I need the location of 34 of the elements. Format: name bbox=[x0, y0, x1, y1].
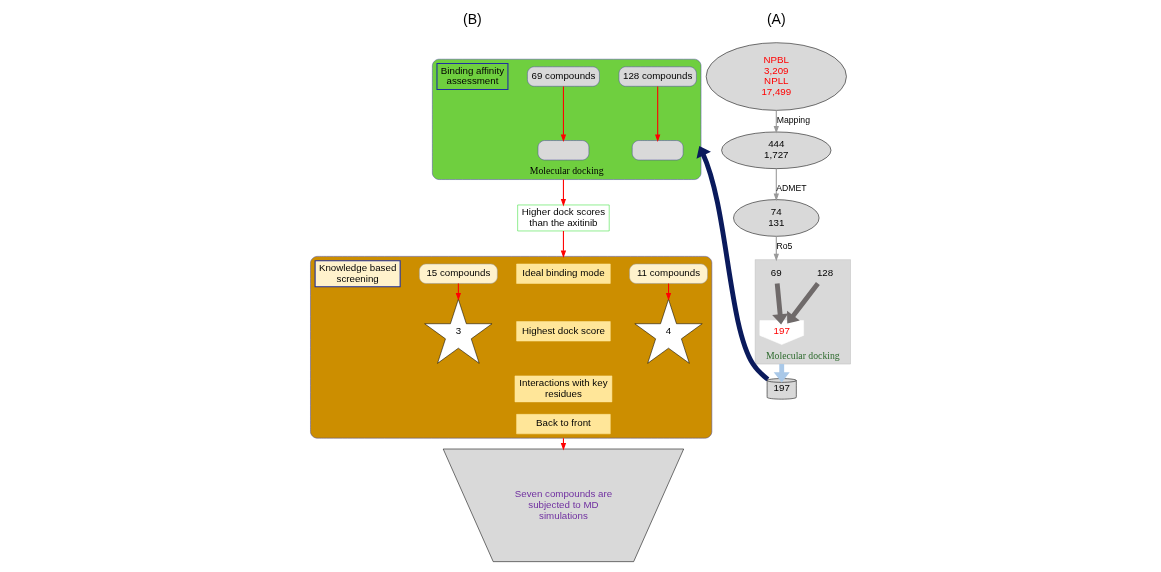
node-box: Knowledge based screening bbox=[314, 260, 401, 288]
node-text: 128 bbox=[816, 267, 834, 279]
edge-label: Mapping bbox=[776, 115, 810, 126]
arrow bbox=[560, 179, 567, 207]
node-text: 69 bbox=[770, 267, 782, 279]
cluster bbox=[310, 256, 713, 439]
arrow bbox=[773, 235, 779, 262]
node-ellipse: NPBL 3,209 NPLL 17,499 bbox=[705, 42, 847, 111]
node-ellipse: 74 131 bbox=[733, 199, 820, 237]
label: (A) bbox=[766, 10, 786, 27]
arrow bbox=[773, 109, 779, 134]
node-box: Highest dock score bbox=[516, 321, 611, 342]
arrow bbox=[655, 85, 661, 143]
node-box: Back to front bbox=[516, 414, 611, 435]
arrow bbox=[773, 168, 779, 202]
node-box: 128 compounds bbox=[618, 66, 697, 87]
node-box: Interactions with key residues bbox=[514, 375, 613, 403]
node-box: 11 compounds bbox=[629, 263, 708, 284]
arrow bbox=[560, 230, 567, 259]
node-box: Higher dock scores than the axitinib bbox=[517, 204, 610, 232]
node-box: 15 compounds bbox=[419, 263, 498, 284]
node-box: Ideal binding mode bbox=[516, 263, 611, 284]
node-box: 69 compounds bbox=[527, 66, 600, 87]
arrow bbox=[772, 283, 789, 325]
arrow bbox=[696, 146, 770, 382]
edge-label: Ro5 bbox=[776, 241, 793, 252]
node-ellipse: 444 1,727 bbox=[721, 131, 832, 169]
node-box: Binding affinity assessment bbox=[436, 63, 509, 91]
node-box bbox=[537, 140, 590, 161]
node-box bbox=[631, 140, 684, 161]
arrow bbox=[560, 85, 567, 143]
edge-label: ADMET bbox=[776, 182, 807, 193]
arrow bbox=[787, 282, 820, 324]
label: (B) bbox=[463, 10, 482, 27]
